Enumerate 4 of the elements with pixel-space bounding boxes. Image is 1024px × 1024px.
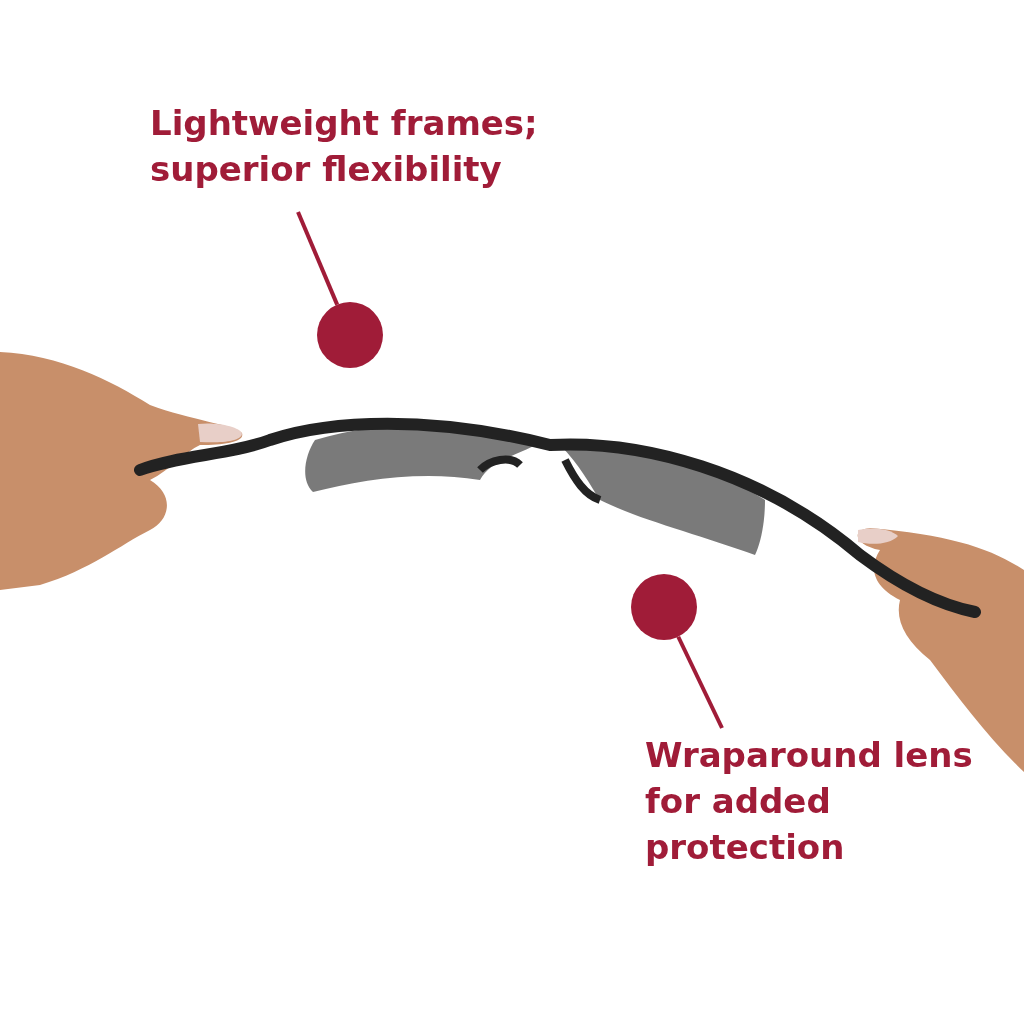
leader-line (676, 635, 724, 729)
callout-text: Wraparound lens for added protection (645, 732, 975, 872)
callout-text: Lightweight frames; superior flexibility (150, 100, 600, 200)
leader-line (296, 211, 339, 306)
